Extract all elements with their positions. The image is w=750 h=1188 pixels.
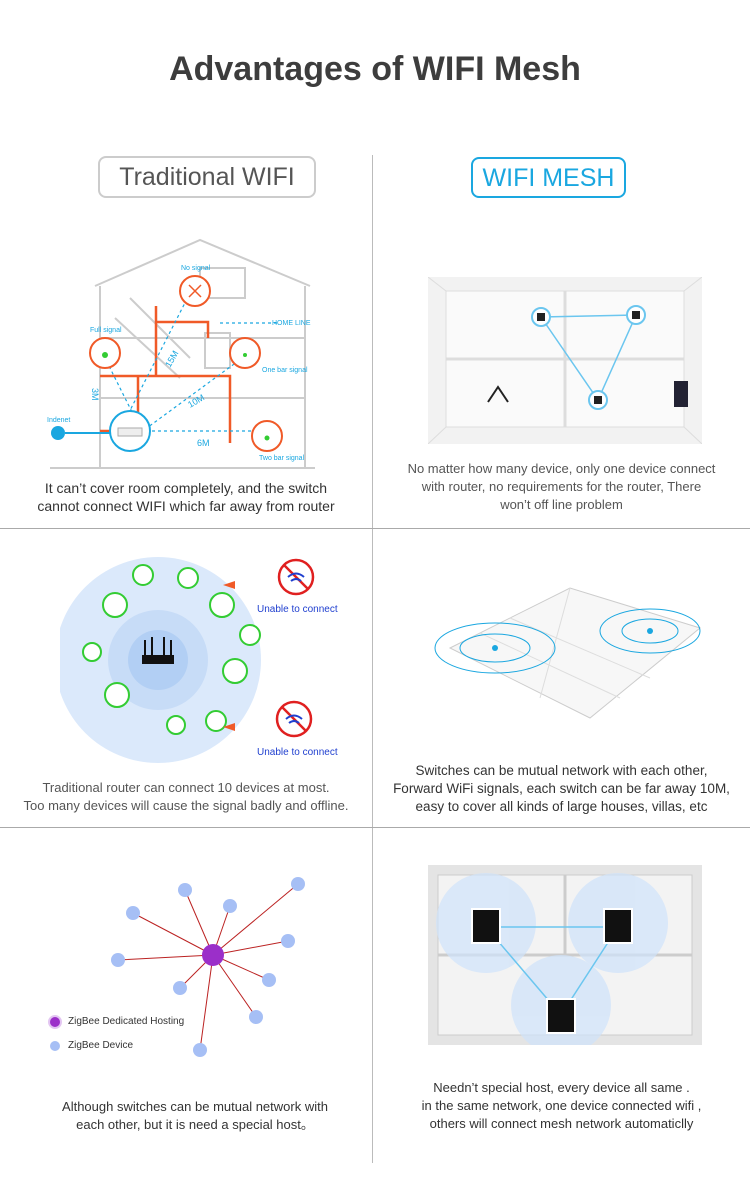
vertical-divider xyxy=(372,155,373,1163)
no-signal-x-icon xyxy=(188,284,202,298)
caption-line: each other, but it is need a special hos… xyxy=(76,1117,314,1132)
caption-line: Traditional router can connect 10 device… xyxy=(42,780,330,795)
router-icon xyxy=(487,385,509,403)
switch-panel-icons xyxy=(471,908,633,1034)
wall-screen xyxy=(674,381,688,407)
host-legend-icon xyxy=(48,1015,62,1029)
label-no-signal: No signal xyxy=(181,265,211,272)
no-wifi-icon xyxy=(275,700,313,738)
label-15m: 15M xyxy=(163,349,180,369)
device-legend-icon xyxy=(50,1041,60,1051)
zigbee-device-nodes xyxy=(111,877,305,1057)
label-6m: 6M xyxy=(197,438,210,448)
router-icon xyxy=(142,655,174,664)
device-legend-label: ZigBee Device xyxy=(68,1040,134,1051)
wifi-icon xyxy=(647,628,653,634)
caption-line: others will connect mesh network automat… xyxy=(429,1116,694,1131)
globe-icon xyxy=(51,426,65,440)
router-devices-illustration: Unable to connect Unable to connect xyxy=(60,557,338,763)
label-full-signal: Full signal xyxy=(90,327,122,334)
row-divider xyxy=(0,528,750,529)
label-two-bar: Two bar signal xyxy=(259,455,305,462)
label-one-bar: One bar signal xyxy=(262,367,308,374)
caption-line: with router, no requirements for the rou… xyxy=(421,479,702,494)
wifi-mesh-header: WIFI MESH xyxy=(471,157,626,198)
label-10m: 10M xyxy=(186,392,206,409)
mesh-switches-illustration xyxy=(428,865,702,1045)
host-legend-label: ZigBee Dedicated Hosting xyxy=(68,1016,185,1027)
label-3m: 3M xyxy=(90,388,100,401)
connected-devices xyxy=(82,564,261,735)
page-title: Advantages of WIFI Mesh xyxy=(169,50,581,88)
unable-to-connect-label: Unable to connect xyxy=(257,604,338,615)
house-coverage-illustration: No signal Full signal HOME LINE One bar … xyxy=(47,238,315,469)
caption-line: Although switches can be mutual network … xyxy=(62,1099,328,1114)
caption-line: won’t off line problem xyxy=(500,497,623,512)
zigbee-host-node xyxy=(202,944,224,966)
no-wifi-icon xyxy=(277,558,315,596)
caption-line: easy to cover all kinds of large houses,… xyxy=(415,799,708,814)
caption-line: Too many devices will cause the signal b… xyxy=(23,798,349,813)
caption-line: No matter how many device, only one devi… xyxy=(407,461,716,476)
wifi-two-bar-icon xyxy=(264,435,270,441)
mesh-house-illustration xyxy=(428,277,702,444)
caption-line: cannot connect WIFI which far away from … xyxy=(37,498,335,514)
label-internet: Indenet xyxy=(47,417,70,424)
caption-line: in the same network, one device connecte… xyxy=(421,1098,702,1113)
row-divider xyxy=(0,827,750,828)
caption-line: Switches can be mutual network with each… xyxy=(415,763,708,778)
caption-line: Forward WiFi signals, each switch can be… xyxy=(393,781,730,796)
caption-line: Needn’t special host, every device all s… xyxy=(433,1080,690,1095)
zigbee-star-diagram xyxy=(111,877,305,1057)
label-home-line: HOME LINE xyxy=(272,320,311,327)
wifi-one-bar-icon xyxy=(243,353,247,357)
traditional-wifi-header: Traditional WIFI xyxy=(98,156,316,198)
wifi-icon xyxy=(492,645,498,651)
wifi-full-icon xyxy=(102,352,108,358)
floorplan-illustration xyxy=(434,587,702,719)
unable-to-connect-label: Unable to connect xyxy=(257,747,338,758)
caption-line: It can’t cover room completely, and the … xyxy=(44,480,328,496)
